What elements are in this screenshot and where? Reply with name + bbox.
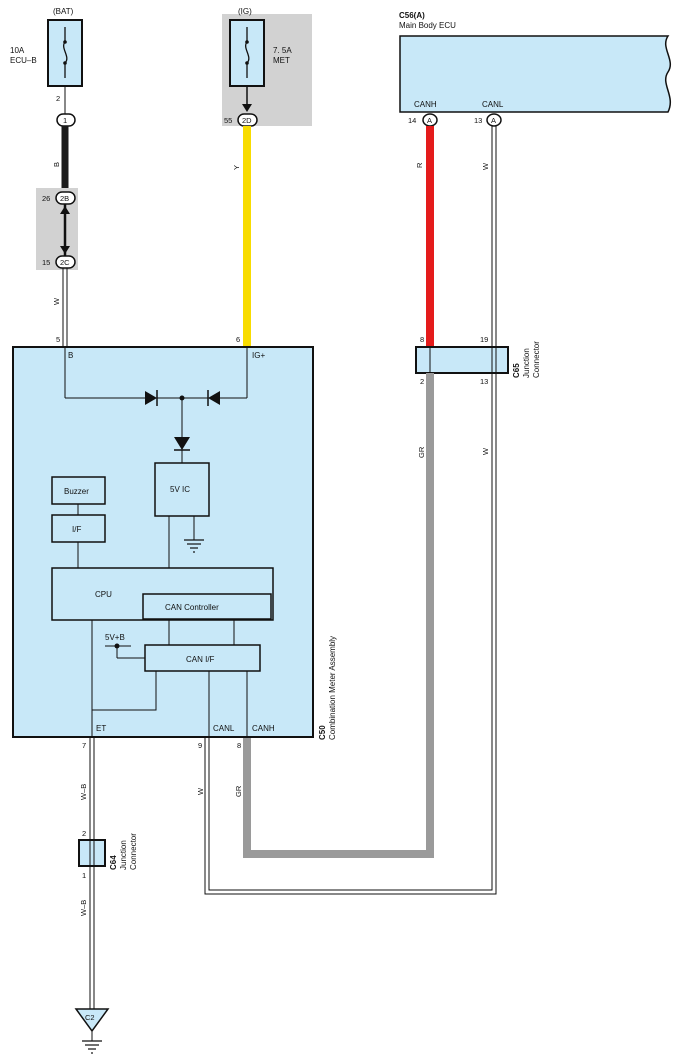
- svg-text:2C: 2C: [60, 258, 70, 267]
- bat-fuse-icon: [63, 27, 68, 78]
- diode-right-icon: [207, 390, 220, 406]
- meter-label-b: B: [68, 351, 73, 360]
- can-if-box: [144, 644, 261, 672]
- ecu-conn-canh: A: [422, 113, 438, 127]
- wire-w-canl-lower-inner: [208, 373, 493, 891]
- bat-fuse-name: ECU–B: [10, 56, 37, 65]
- ecu-canl-label: CANL: [482, 100, 504, 109]
- meter-pin-9: 9: [198, 741, 202, 750]
- meter-pin-6: 6: [236, 335, 240, 344]
- ecu-name: Main Body ECU: [399, 21, 456, 30]
- cpu-label: CPU: [95, 590, 112, 599]
- svg-text:A: A: [427, 116, 432, 125]
- wire-y-yellow: [243, 126, 251, 347]
- c65-connector: [415, 346, 509, 374]
- meter-pin-8: 8: [237, 741, 241, 750]
- wire-color-w-canl-upper: W: [481, 162, 490, 170]
- ecu-canl-pin: 13: [474, 116, 482, 125]
- ic-5v-box: [154, 462, 210, 517]
- wire-color-b: B: [52, 162, 61, 167]
- ecu-canh-pin: 14: [408, 116, 416, 125]
- wire-color-w-meter: W: [196, 787, 205, 795]
- connector-2d: 2D: [237, 113, 258, 127]
- if-label: I/F: [72, 525, 81, 534]
- ig-source-label: (IG): [238, 7, 252, 16]
- meter-label-canh: CANH: [252, 724, 275, 733]
- connector-1: 1: [56, 113, 76, 127]
- connector-2c-pin: 15: [42, 258, 50, 267]
- bat-fuse-pin: 2: [56, 94, 60, 103]
- ecu-canh-label: CANH: [414, 100, 437, 109]
- wire-r-red: [426, 126, 434, 347]
- c65-pin-tr: 19: [480, 335, 488, 344]
- wire-gr-gray: [243, 373, 434, 858]
- ic-ground-icon: [184, 516, 204, 553]
- svg-text:2D: 2D: [242, 116, 252, 125]
- wire-color-wb-upper: W–B: [79, 784, 88, 800]
- c64-code: C64: [109, 855, 118, 870]
- wire-color-y: Y: [232, 165, 241, 170]
- ic-5v-label: 5V IC: [170, 485, 190, 494]
- meter-label-et: ET: [96, 724, 106, 733]
- meter-label-ig: IG+: [252, 351, 265, 360]
- meter-pin-7: 7: [82, 741, 86, 750]
- wire-w-canl-lower-outer: [204, 373, 497, 895]
- c64-pin-top: 2: [82, 829, 86, 838]
- c65-line1: Junction: [522, 348, 531, 378]
- v5b-label: 5V+B: [105, 633, 125, 642]
- wire-color-w-bat: W: [52, 297, 61, 305]
- junction-2b-2c: [60, 204, 70, 256]
- ig-fuse-amp: 7. 5A: [273, 46, 292, 55]
- ground-triangle: [74, 1008, 110, 1033]
- c64-pin-bottom: 1: [82, 871, 86, 880]
- c64-line2: Connector: [129, 833, 138, 870]
- connector-2b: 2B: [55, 191, 76, 205]
- meter-label-canl: CANL: [213, 724, 235, 733]
- meter-pin-5: 5: [56, 335, 60, 344]
- wire-color-r: R: [415, 162, 424, 168]
- wire-b-black: [61, 126, 69, 192]
- bat-fuse-amp: 10A: [10, 46, 25, 55]
- c65-pin-br: 13: [480, 377, 488, 386]
- ig-fuse-icon: [245, 27, 250, 78]
- c64-connector: [78, 839, 106, 867]
- wire-color-gr-meter: GR: [234, 785, 243, 797]
- can-controller-label: CAN Controller: [165, 603, 219, 612]
- can-if-label: CAN I/F: [186, 655, 215, 664]
- c64-line1: Junction: [119, 840, 128, 870]
- c65-code: C65: [512, 363, 521, 378]
- ecu-code: C56(A): [399, 11, 425, 20]
- c65-pin-tl: 8: [420, 335, 424, 344]
- diode-network: [64, 347, 248, 463]
- connector-2b-pin: 26: [42, 194, 50, 203]
- ground-icon: [82, 1031, 102, 1054]
- can-controller-box: [142, 593, 272, 620]
- c65-line2: Connector: [532, 341, 541, 378]
- ground-id: C2: [85, 1013, 95, 1022]
- ig-pin: 55: [224, 116, 232, 125]
- ig-arrow-icon: [242, 104, 252, 112]
- bat-source-label: (BAT): [53, 7, 74, 16]
- svg-text:1: 1: [63, 116, 67, 125]
- ecu-conn-canl: A: [486, 113, 502, 127]
- svg-text:A: A: [491, 116, 496, 125]
- buzzer-label: Buzzer: [64, 487, 89, 496]
- meter-name: Combination Meter Assembly: [328, 636, 337, 740]
- wire-color-w-c65: W: [481, 447, 490, 455]
- buzzer-box: [51, 476, 106, 505]
- c65-pin-bl: 2: [420, 377, 424, 386]
- meter-code: C50: [318, 725, 327, 740]
- connector-2c: 2C: [55, 255, 76, 269]
- diode-left-icon: [145, 390, 158, 406]
- wire-color-gr-c65: GR: [417, 446, 426, 458]
- wire-color-wb-lower: W–B: [79, 900, 88, 916]
- diode-down-icon: [174, 437, 190, 451]
- svg-text:2B: 2B: [60, 194, 69, 203]
- v5b-node-icon: [105, 643, 145, 659]
- ig-fuse-name: MET: [273, 56, 290, 65]
- ecu-box: [399, 35, 671, 113]
- canif-to-et: [92, 671, 157, 711]
